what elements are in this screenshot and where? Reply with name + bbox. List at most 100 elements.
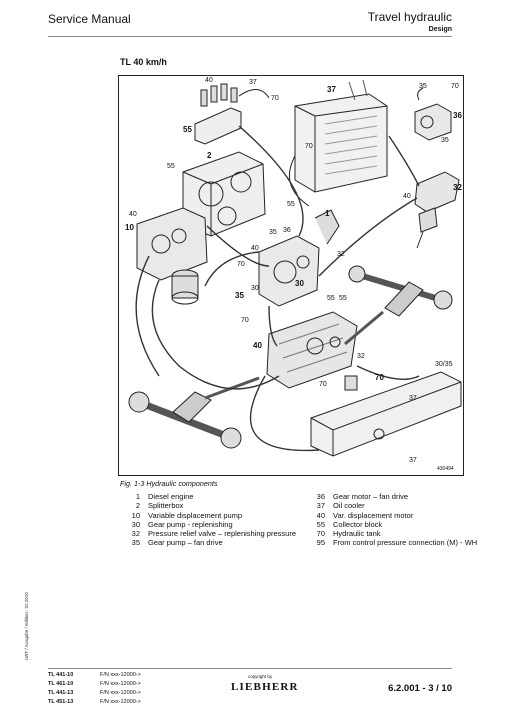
callout-label: 40 (251, 245, 259, 252)
callout-label: 30/35 (435, 361, 453, 368)
model-serial: F/N xxx-12000-> (100, 690, 141, 696)
callout-label: 70 (305, 143, 313, 150)
callout-label: 35 (419, 83, 427, 90)
model-row: TL 441-10 F/N xxx-12000-> (48, 671, 141, 680)
variable-pump-drawing (136, 207, 208, 305)
callout-label: 70 (375, 373, 384, 382)
callout-label: 40 (129, 211, 137, 218)
callout-label: 35 (441, 137, 449, 144)
callout-label: 36 (453, 111, 462, 120)
legend-item: 55 Collector block (305, 520, 483, 529)
legend-text: Splitterbox (148, 501, 184, 511)
legend-item: 35 Gear pump – fan drive (120, 538, 298, 547)
callout-label: 55 (183, 125, 192, 134)
front-axle-drawing (128, 376, 260, 449)
callout-label: 32 (453, 183, 462, 192)
callout-label: 35 (235, 291, 244, 300)
model-name: TL 441-10 (48, 672, 74, 678)
edition-side-note: LWT / Ausgabe / Edition : 02.2010 (24, 592, 29, 660)
callout-label: 40 (205, 77, 213, 84)
model-serial: F/N xxx-12000-> (100, 699, 141, 705)
hydraulic-tank-drawing (310, 371, 462, 457)
hydraulic-drawing: 40 37 70 55 37 70 35 70 36 35 2 55 40 10… (125, 77, 462, 472)
callout-label: 70 (241, 317, 249, 324)
legend-item: 32 Pressure relief valve – replenishing p… (120, 529, 298, 538)
figure-caption: Fig. 1-3 Hydraulic components (120, 479, 218, 488)
callout-label: 32 (357, 353, 365, 360)
legend-number: 32 (131, 529, 140, 539)
legend-number: 37 (316, 501, 325, 511)
legend-item: 36 Gear motor – fan drive (305, 492, 483, 501)
legend-item: 95 From control pressure connection (M) -… (305, 538, 483, 547)
legend-text: Gear pump - replenishing (148, 519, 233, 529)
legend-text: Gear pump – fan drive (148, 538, 223, 548)
callout-label: 70 (271, 95, 279, 102)
callout-label: 55 (287, 201, 295, 208)
legend-number: 30 (131, 519, 140, 529)
legend-text: Gear motor – fan drive (333, 492, 409, 501)
legend-number: 10 (131, 510, 140, 520)
legend-item: 40 Var. displacement motor (305, 511, 483, 520)
callout-label: 70 (451, 83, 459, 90)
legend-number: 95 (316, 538, 325, 548)
callout-label: 40 (253, 341, 262, 350)
legend-number: 70 (316, 529, 325, 539)
legend-text: Var. displacement motor (333, 510, 414, 520)
model-row: TL 461-10 F/N xxx-12000-> (48, 680, 141, 689)
header-section-title: Travel hydraulic (367, 10, 452, 24)
model-name: TL 441-13 (48, 690, 74, 696)
callout-label: 37 (409, 395, 417, 402)
hydraulic-components-figure: 40 37 70 55 37 70 35 70 36 35 2 55 40 10… (118, 75, 464, 476)
page-number: 6.2.001 - 3 / 10 (388, 683, 452, 694)
model-serial: F/N xxx-12000-> (100, 681, 141, 687)
fan-pump-drawing (258, 209, 340, 307)
legend-text: From control pressure connection (M) - W… (333, 538, 478, 548)
model-row: TL 441-13 F/N xxx-12000-> (48, 689, 141, 698)
rear-axle-drawing (344, 265, 453, 346)
callout-label: 32 (337, 251, 345, 258)
callout-label: 70 (319, 381, 327, 388)
header-subtitle: Design (428, 26, 452, 33)
callout-label: 40 (403, 193, 411, 200)
model-serial: F/N xxx-12000-> (100, 672, 141, 678)
copyright-text: copyright by (247, 674, 273, 679)
legend-item: 30 Gear pump - replenishing (120, 520, 298, 529)
displacement-motor-right-drawing (414, 171, 460, 249)
legend-text: Collector block (333, 519, 383, 529)
callout-label: 55 (167, 163, 175, 170)
callout-label: 37 (327, 85, 336, 94)
model-name: TL 451-13 (48, 699, 74, 705)
callout-label: 30 (251, 285, 259, 292)
splitterbox-drawing (182, 151, 266, 237)
callout-label: 35 (269, 229, 277, 236)
legend-number: 35 (131, 538, 140, 548)
collector-block-drawing (194, 83, 270, 145)
callout-label: 2 (207, 151, 212, 160)
central-manifold-drawing (266, 311, 358, 389)
legend-item: 37 Oil cooler (305, 501, 483, 510)
model-name: TL 461-10 (48, 681, 74, 687)
callout-label: 10 (125, 223, 134, 232)
legend-text: Diesel engine (148, 492, 194, 501)
model-row: TL 451-13 F/N xxx-12000-> (48, 698, 141, 707)
legend-text: Oil cooler (333, 501, 365, 511)
legend-number: 55 (316, 519, 325, 529)
footer-divider (48, 668, 452, 669)
liebherr-logo: LIEBHERR (231, 681, 299, 693)
callout-label: 37 (409, 457, 417, 464)
legend-number: 40 (316, 510, 325, 520)
header-manual-title: Service Manual (48, 12, 131, 26)
legend-item: 2 Splitterbox (120, 501, 298, 510)
callout-label: 36 (283, 227, 291, 234)
legend-number: 36 (316, 492, 325, 501)
legend-text: Pressure relief valve – replenishing pre… (148, 529, 296, 539)
callout-label: 70 (237, 261, 245, 268)
figure-title: TL 40 km/h (120, 57, 167, 67)
legend-number: 2 (135, 501, 140, 511)
gear-motor-fan-drive-drawing (414, 87, 452, 141)
